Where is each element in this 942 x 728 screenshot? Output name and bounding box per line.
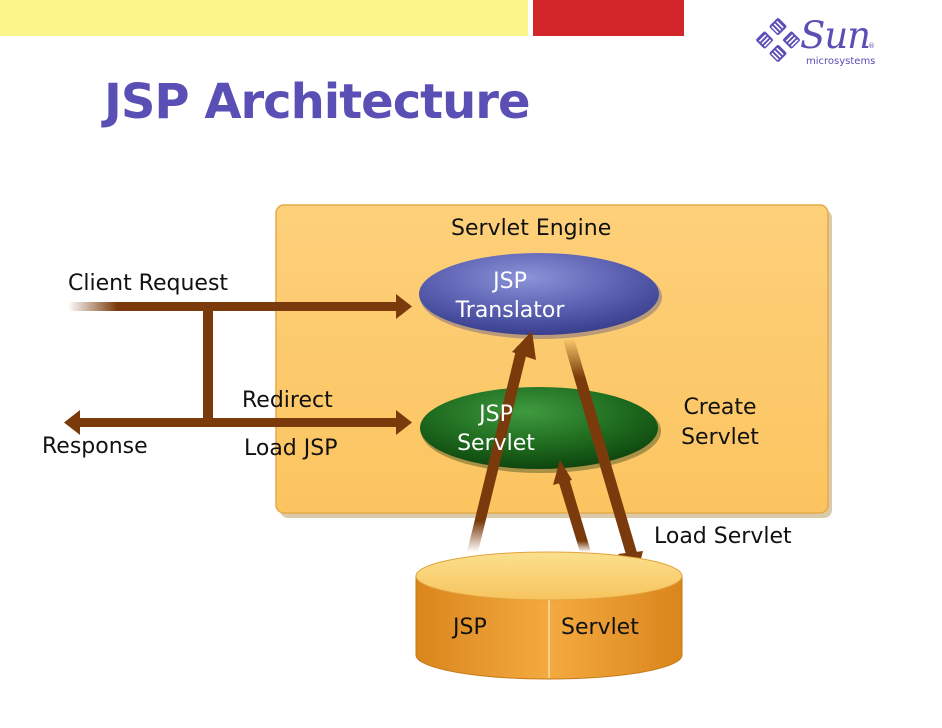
storage-servlet-label: Servlet [561, 615, 639, 640]
connector-bar [203, 310, 213, 424]
client-request-arrow [68, 294, 412, 319]
jsp-translator-ellipse [419, 253, 659, 335]
load-servlet-arrow [553, 460, 591, 552]
create-servlet-label: Create Servlet [668, 393, 772, 452]
translator-text: JSP Translator [440, 268, 580, 325]
create-servlet-line1: Create [683, 395, 757, 420]
load-jsp-source-arrow [467, 331, 536, 552]
sun-logo: Sun ® microsystems [756, 14, 876, 74]
load-servlet-label: Load Servlet [654, 524, 792, 549]
create-servlet-line2: Servlet [681, 424, 759, 450]
load-jsp-arrow [208, 410, 412, 435]
servlet-line2: Servlet [457, 430, 535, 456]
top-yellow-bar [0, 0, 528, 36]
sun-logo-icon [756, 18, 800, 62]
servlet-engine-box [275, 204, 829, 514]
top-red-bar [533, 0, 684, 36]
translator-line2: Translator [455, 297, 565, 323]
logo-wordmark: Sun [800, 14, 871, 57]
logo-registered-mark: ® [868, 42, 875, 50]
translator-line1: JSP [493, 269, 527, 294]
servlet-engine-label: Servlet Engine [451, 216, 612, 241]
page-title: JSP Architecture [104, 74, 531, 130]
client-request-label: Client Request [68, 271, 229, 296]
servlet-text: JSP Servlet [440, 401, 552, 458]
storage-cylinder [415, 551, 683, 680]
logo-subtitle: microsystems [806, 56, 876, 67]
servlet-line1: JSP [479, 402, 513, 427]
redirect-label: Redirect [242, 388, 333, 413]
storage-jsp-label: JSP [453, 615, 487, 640]
response-label: Response [42, 434, 148, 459]
load-jsp-label: Load JSP [244, 436, 338, 461]
response-arrow [64, 410, 218, 435]
